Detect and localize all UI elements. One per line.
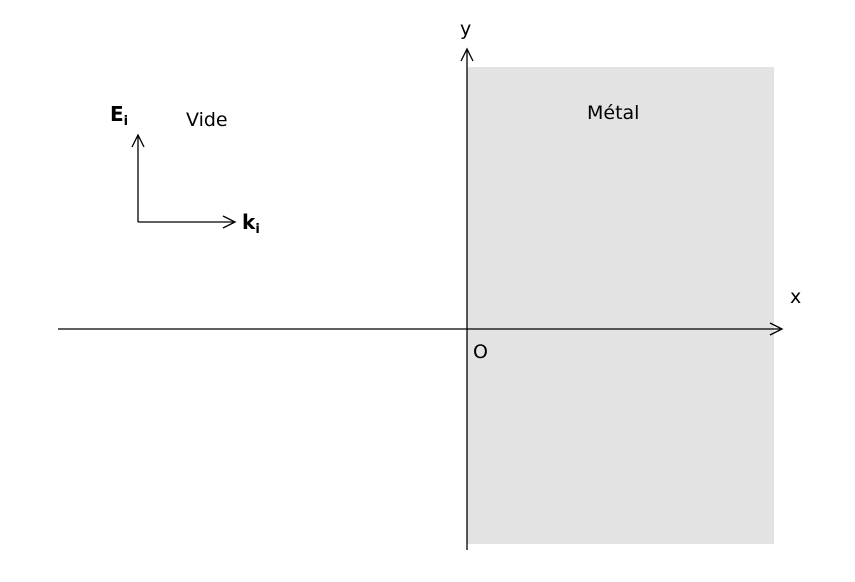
field-vector-symbol: E [110,102,124,126]
field-vector-arrow-icon [131,133,145,148]
metal-region [467,67,774,544]
wave-vector-subscript: i [255,222,260,237]
y-axis-label: y [460,18,472,40]
metal-label: Métal [587,102,640,124]
x-axis-arrow-icon [769,322,784,336]
y-axis-arrow-icon [460,47,474,62]
vacuum-label: Vide [186,109,228,131]
field-vector-subscript: i [123,114,129,129]
wave-vector-label: ki [242,210,260,236]
field-vector-label: Ei [110,102,128,128]
origin-label: O [473,341,488,363]
wave-vector-arrow-icon [222,215,237,229]
x-axis-label: x [790,286,802,308]
wave-vector-symbol: k [242,210,256,234]
